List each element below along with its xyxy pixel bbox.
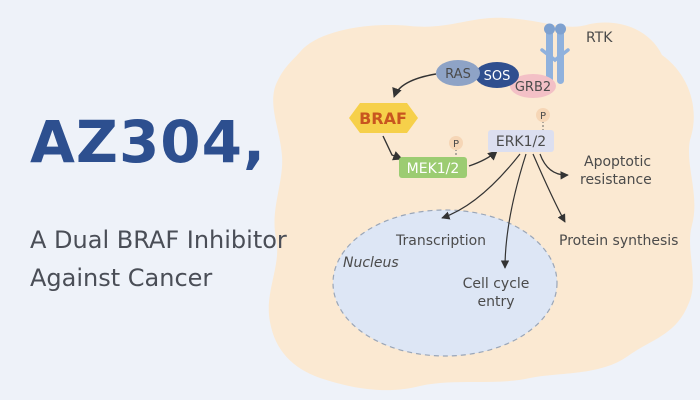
apoptotic-label-line2: resistance xyxy=(580,172,652,188)
erk-to-protein-arrow xyxy=(532,153,566,223)
grb2-label: GRB2 xyxy=(515,80,551,95)
rtk-receptor-icon xyxy=(540,23,570,84)
braf-to-mek-arrow xyxy=(382,135,403,161)
ras-node xyxy=(436,60,480,86)
nucleus xyxy=(332,209,558,357)
nucleus-label: Nucleus xyxy=(343,255,399,271)
mek-phospho-label: P xyxy=(453,139,459,150)
ras-label: RAS xyxy=(445,67,471,82)
erk-label: ERK1/2 xyxy=(496,134,546,150)
subtitle-line1: A Dual BRAF Inhibitor xyxy=(30,226,287,254)
erk-phospho-label: P xyxy=(540,111,546,122)
mek-label: MEK1/2 xyxy=(407,161,460,177)
page-title: AZ304, xyxy=(30,108,267,176)
braf-label: BRAF xyxy=(359,109,407,128)
erk-node xyxy=(488,130,554,152)
apoptotic-label-line1: Apoptotic xyxy=(584,154,651,170)
erk-phospho-icon xyxy=(536,108,550,122)
subtitle-line2: Against Cancer xyxy=(30,264,213,292)
erk-to-cellcycle-arrow xyxy=(500,153,527,269)
mek-phospho-icon xyxy=(449,136,463,150)
sos-node xyxy=(475,62,519,88)
protein-synthesis-label: Protein synthesis xyxy=(559,233,678,249)
cell-cycle-label-line2: entry xyxy=(477,294,514,310)
braf-node xyxy=(349,103,418,133)
erk-to-transcription-arrow xyxy=(441,153,521,220)
rtk-label: RTK xyxy=(586,30,613,46)
erk-to-apoptotic-arrow xyxy=(539,153,569,180)
transcription-label: Transcription xyxy=(395,233,486,249)
mek-to-erk-arrow xyxy=(468,150,498,167)
grb2-node xyxy=(510,74,556,98)
mek-node xyxy=(399,157,467,178)
cell-cycle-label-line1: Cell cycle xyxy=(463,276,530,292)
sos-label: SOS xyxy=(484,69,511,84)
ras-to-braf-arrow xyxy=(392,73,437,98)
